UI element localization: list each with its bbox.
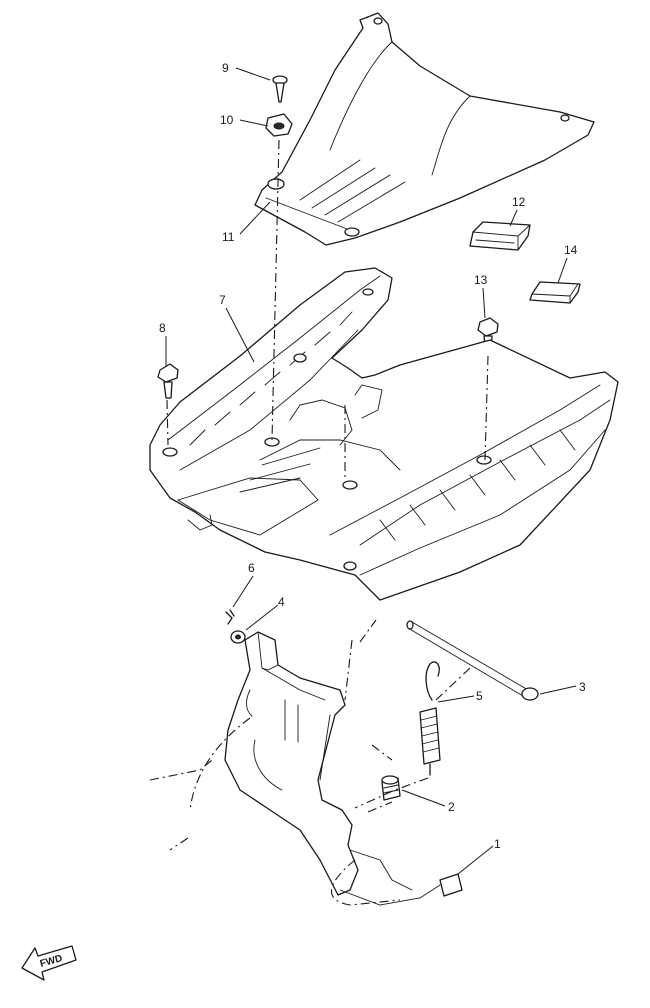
- callout-13: 13: [474, 273, 488, 287]
- part-2-collar: [381, 775, 401, 801]
- part-4-washer: [230, 630, 246, 644]
- part-12-pad: [469, 221, 531, 251]
- callout-1: 1: [494, 837, 501, 851]
- callout-5: 5: [476, 689, 483, 703]
- callout-14: 14: [564, 243, 578, 257]
- part-5-spring: [419, 661, 441, 776]
- part-11-top-cover: [254, 12, 595, 246]
- part-3-shaft: [406, 620, 539, 701]
- part-10-nut: [265, 113, 293, 137]
- part-9-screw: [272, 75, 288, 103]
- callout-10: 10: [220, 113, 234, 127]
- callout-labels: 9 10 11 12 14 13 8 7 6 4 5 3 2 1: [159, 61, 586, 851]
- callout-9: 9: [222, 61, 229, 75]
- callout-3: 3: [579, 680, 586, 694]
- centre-stand: [224, 631, 463, 906]
- assembly-axis-lines: [166, 139, 489, 813]
- fwd-arrow-icon: FWD: [21, 945, 77, 981]
- part-7-floor-panel: [149, 267, 619, 601]
- part-14-pad: [529, 281, 581, 304]
- callout-4: 4: [278, 595, 285, 609]
- part-8-bolt: [157, 363, 179, 399]
- callout-12: 12: [512, 195, 526, 209]
- callout-11: 11: [222, 230, 235, 244]
- callout-2: 2: [448, 800, 455, 814]
- callout-6: 6: [248, 561, 255, 575]
- frame-phantom-outline: [149, 717, 401, 906]
- callout-8: 8: [159, 321, 166, 335]
- callout-7: 7: [219, 293, 226, 307]
- part-6-cotter-pin: [225, 609, 235, 625]
- leader-lines: [165, 67, 577, 875]
